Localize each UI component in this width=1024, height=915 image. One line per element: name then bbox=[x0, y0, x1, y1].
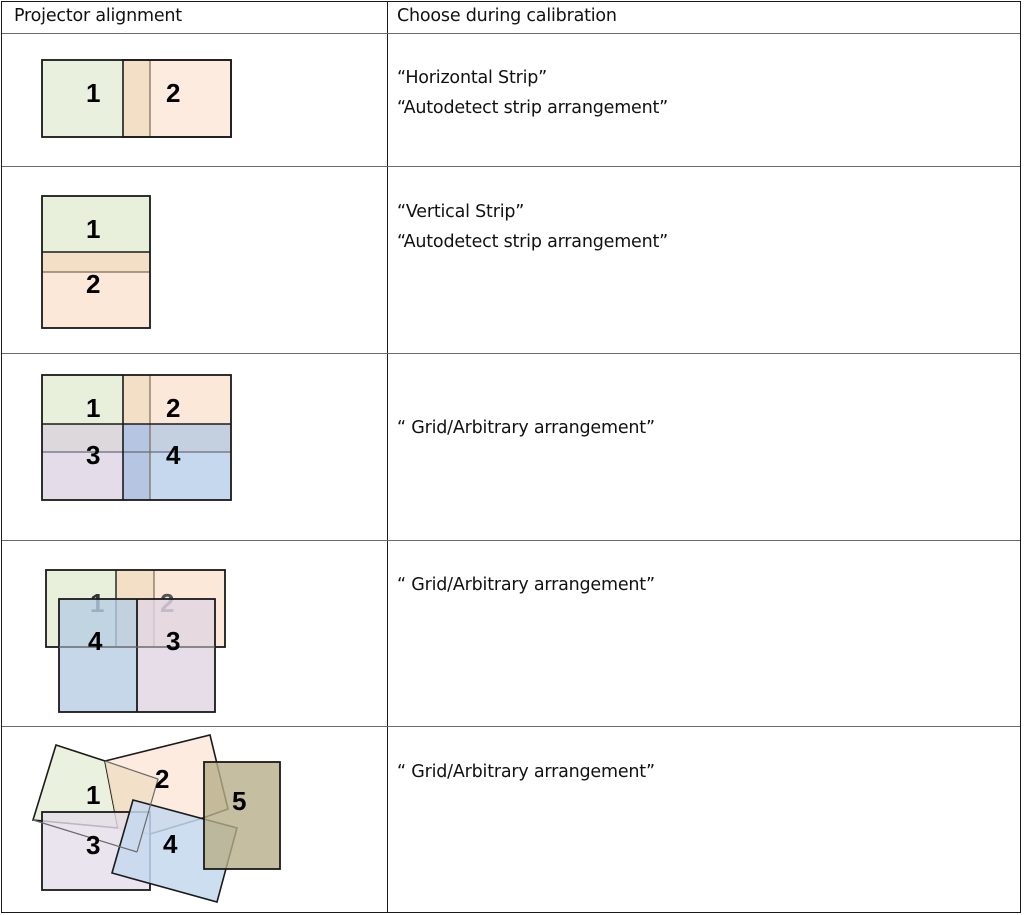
svg-text:3: 3 bbox=[86, 440, 100, 470]
option-line: “Vertical Strip” bbox=[397, 202, 525, 222]
row-divider bbox=[2, 33, 1020, 34]
svg-text:4: 4 bbox=[166, 440, 181, 470]
option-line: “ Grid/Arbitrary arrangement” bbox=[397, 418, 655, 438]
vertical-strip-diagram: 1 2 bbox=[41, 195, 151, 329]
row-divider bbox=[2, 540, 1020, 541]
column-divider bbox=[387, 2, 388, 912]
svg-text:4: 4 bbox=[163, 829, 178, 859]
option-line: “Horizontal Strip” bbox=[397, 68, 548, 88]
svg-text:1: 1 bbox=[86, 78, 100, 108]
svg-text:1: 1 bbox=[86, 393, 100, 423]
svg-text:3: 3 bbox=[166, 626, 180, 656]
svg-text:1: 1 bbox=[86, 780, 100, 810]
option-line: “Autodetect strip arrangement” bbox=[397, 98, 669, 118]
svg-text:2: 2 bbox=[166, 78, 180, 108]
option-line: “ Grid/Arbitrary arrangement” bbox=[397, 762, 655, 782]
svg-text:5: 5 bbox=[232, 786, 246, 816]
svg-text:2: 2 bbox=[155, 764, 169, 794]
svg-text:3: 3 bbox=[86, 830, 100, 860]
overlapping-grid-diagram: 1 2 4 3 bbox=[45, 569, 226, 713]
header-projector-alignment: Projector alignment bbox=[14, 6, 182, 26]
option-line: “ Grid/Arbitrary arrangement” bbox=[397, 575, 655, 595]
option-line: “Autodetect strip arrangement” bbox=[397, 232, 669, 252]
svg-text:2: 2 bbox=[86, 269, 100, 299]
arbitrary-arrangement-diagram: 1 2 3 4 5 bbox=[31, 734, 281, 903]
row-divider bbox=[2, 353, 1020, 354]
svg-text:2: 2 bbox=[166, 393, 180, 423]
svg-text:4: 4 bbox=[88, 626, 103, 656]
grid-2x2-diagram: 1 2 3 4 bbox=[41, 374, 232, 501]
row-divider bbox=[2, 166, 1020, 167]
row-divider bbox=[2, 726, 1020, 727]
horizontal-strip-diagram: 1 2 bbox=[41, 59, 232, 138]
svg-text:1: 1 bbox=[86, 214, 100, 244]
header-choose-during-calibration: Choose during calibration bbox=[397, 6, 617, 26]
